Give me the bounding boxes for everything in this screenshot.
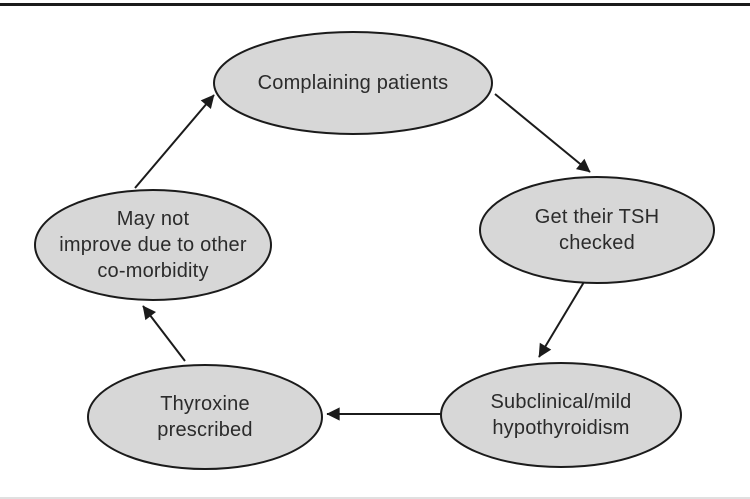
top-rule — [0, 3, 750, 6]
node-ellipse-thyroxine-prescribed — [87, 364, 323, 470]
node-ellipse-may-not-improve — [34, 189, 272, 301]
node-ellipse-get-tsh-checked — [479, 176, 715, 284]
edge-maynot-to-complaining — [134, 94, 215, 189]
node-ellipse-subclinical-hypothyroidism — [440, 362, 682, 468]
node-label-get-tsh-checked: Get their TSH checked — [534, 206, 660, 254]
bottom-rule — [0, 497, 750, 499]
node-label-complaining-patients: Complaining patients — [257, 72, 449, 94]
node-label-subclinical-hypothyroidism: Subclinical/mild hypothyroidism — [490, 391, 632, 439]
node-ellipse-complaining-patients — [213, 31, 493, 135]
node-label-may-not-improve: May not improve due to other co-morbidit… — [59, 208, 247, 282]
edge-thyroxine-to-maynot — [142, 305, 186, 362]
edge-tsh-to-subclinical — [538, 281, 585, 358]
node-label-thyroxine-prescribed: Thyroxine prescribed — [157, 393, 253, 441]
edge-complaining-to-tsh — [494, 93, 591, 173]
